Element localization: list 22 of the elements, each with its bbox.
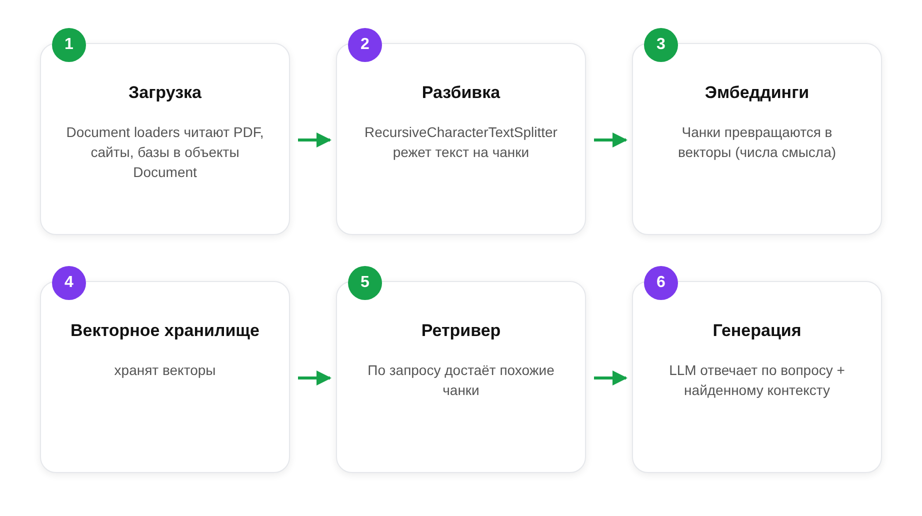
step-title: Векторное хранилище [69,320,260,342]
step-description: Чанки превращаются в векторы (числа смысла) [676,123,838,162]
step-title: Разбивка [420,82,502,104]
step-title: Эмбеддинги [704,82,810,104]
arrow [594,132,628,148]
step-number: 1 [52,28,86,62]
step-description: Document loaders читают PDF, сайты, базы в объекты Document [65,123,265,182]
arrow [594,370,628,386]
step-description: хранят векторы [113,361,217,380]
arrow [298,132,332,148]
step-description: По запросу достаёт похожие чанки [366,361,556,400]
step-description: RecursiveCharacterTextSplitter режет текст на чанки [364,123,558,162]
step-title: Загрузка [128,82,202,104]
step-number: 5 [348,266,382,300]
step-number: 3 [644,28,678,62]
step-number: 6 [644,266,678,300]
step-number: 4 [52,266,86,300]
step-title: Генерация [712,320,802,342]
step-description: LLM отвечает по вопросу + найденному контексту [668,361,846,400]
arrow [298,370,332,386]
step-title: Ретривер [420,320,502,342]
step-number: 2 [348,28,382,62]
